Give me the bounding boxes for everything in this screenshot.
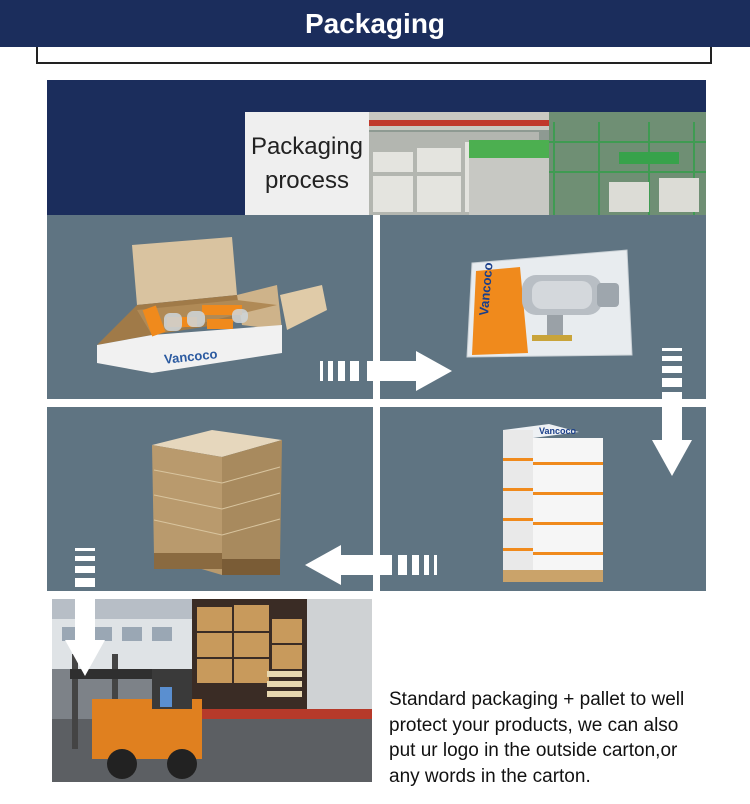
stacked-cartons-image: Vancoco [499,422,609,587]
process-label: Packaging process [245,112,369,215]
caption-line-3: put ur logo in the outside carton,or [389,740,678,761]
header-frame [36,47,712,64]
caption-line-4: any words in the carton. [389,765,591,787]
page-header: Packaging [0,0,750,47]
page-title: Packaging [304,7,446,39]
wrapped-pallet-image [142,425,292,585]
caption-line-1: Standard packaging + pallet to well [389,689,685,710]
stacked-carton-brand-text: Vancoco [539,426,577,436]
warehouse-illustration [369,112,706,215]
caption-line-2: protect your products, we can also [389,714,679,736]
arrow-down-icon [652,348,692,476]
process-label-line1: Packaging [250,132,364,160]
arrow-down-icon [65,548,105,676]
process-label-line2: process [264,166,350,194]
warehouse-photo [369,112,706,215]
process-panel: Packaging process [47,80,706,676]
open-carton-image: Vancoco [92,235,332,385]
arrow-left-icon [305,545,437,585]
arrow-right-icon [320,351,452,391]
packaging-description: Standard packaging + pallet to well prot… [389,687,729,789]
bagged-valve-image: Vancoco [462,245,642,365]
horizontal-divider [47,399,706,407]
